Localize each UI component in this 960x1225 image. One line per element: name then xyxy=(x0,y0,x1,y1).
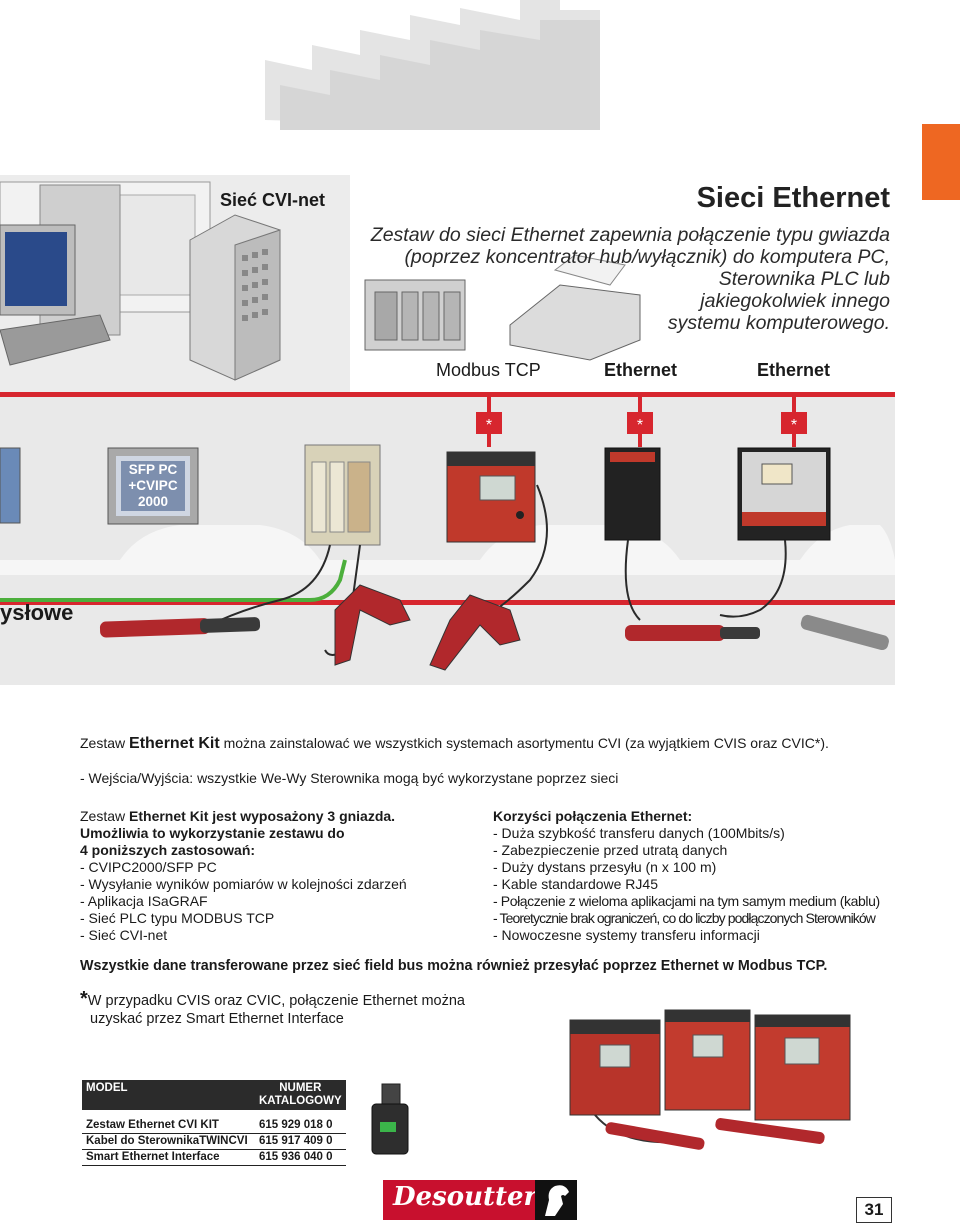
col-header-number: NUMER KATALOGOWY xyxy=(255,1080,346,1110)
row-model: Zestaw Ethernet CVI KIT xyxy=(82,1118,255,1134)
table-row: Zestaw Ethernet CVI KIT 615 929 018 0 xyxy=(82,1118,346,1134)
orange-page-tab xyxy=(922,124,960,200)
controller-cvi-rack xyxy=(304,444,381,546)
horse-logo-icon xyxy=(535,1180,577,1220)
intro-line-5: systemu komputerowego. xyxy=(667,312,890,334)
kit-item-2: - Wysyłanie wyników pomiarów w kolejnośc… xyxy=(80,876,407,892)
intro-line-3: Sterownika PLC lub xyxy=(718,268,890,290)
brand-logo-text: Desoutter xyxy=(393,1182,538,1212)
truncated-side-word: ysłowe xyxy=(0,600,74,625)
screen-line-2: +CVIPC xyxy=(128,478,178,493)
p1-prefix: Zestaw xyxy=(80,735,126,751)
kit-install-paragraph: Zestaw Ethernet Kit można zainstalować w… xyxy=(80,735,829,752)
sfp-pc-screen-text: SFP PC +CVIPC 2000 xyxy=(121,462,185,510)
ethernet-benefits-column: Korzyści połączenia Ethernet: - Duża szy… xyxy=(493,808,880,944)
printer-device xyxy=(509,254,641,361)
kit-item-4: - Sieć PLC typu MODBUS TCP xyxy=(80,910,275,926)
footnote: *W przypadku CVIS oraz CVIC, połączenie … xyxy=(80,988,465,1028)
intro-line-2: (poprzez koncentrator hub/wyłącznik) do … xyxy=(404,246,890,268)
plc-device xyxy=(364,279,466,351)
svg-text:*: * xyxy=(791,417,797,434)
cvi-net-title: Sieć CVI-net xyxy=(220,190,326,210)
kit-line1-prefix: Zestaw xyxy=(80,808,126,824)
controller-red-2 xyxy=(737,447,831,541)
network-illustration: * * * xyxy=(0,0,895,685)
benefit-item-7: - Nowoczesne systemy transferu informacj… xyxy=(493,927,760,943)
col-header-number-1: NUMER xyxy=(279,1082,322,1094)
screwdriver-tools xyxy=(99,584,889,671)
kit-line3: 4 poniższych zastosowań: xyxy=(80,842,256,858)
catalog-table: MODEL NUMER KATALOGOWY Zestaw Ethernet C… xyxy=(82,1080,346,1166)
benefits-title: Korzyści połączenia Ethernet: xyxy=(493,808,693,824)
table-row: Smart Ethernet Interface 615 936 040 0 xyxy=(82,1149,346,1166)
benefit-item-4: - Kable standardowe RJ45 xyxy=(493,876,658,892)
io-paragraph: - Wejścia/Wyjścia: wszystkie We-Wy Stero… xyxy=(80,770,619,786)
kit-line1-bold: Ethernet Kit jest wyposażony 3 gniazda. xyxy=(129,808,396,824)
row-number: 615 917 409 0 xyxy=(255,1133,346,1150)
benefit-item-3: - Duży dystans przesyłu (n x 100 m) xyxy=(493,859,717,875)
kit-features-column: Zestaw Ethernet Kit jest wyposażony 3 gn… xyxy=(80,808,407,944)
footnote-star: * xyxy=(80,988,88,1010)
benefit-item-1: - Duża szybkość transferu danych (100Mbi… xyxy=(493,825,785,841)
table-row: Kabel do SterownikaTWINCVI 615 917 409 0 xyxy=(82,1133,346,1150)
p1-bold: Ethernet Kit xyxy=(129,735,220,752)
row-model: Smart Ethernet Interface xyxy=(82,1149,255,1166)
smart-ethernet-interface-photo xyxy=(371,1083,409,1155)
footnote-line-1: W przypadku CVIS oraz CVIC, połączenie E… xyxy=(87,993,465,1009)
svg-text:*: * xyxy=(637,417,643,434)
kit-item-3: - Aplikacja ISaGRAF xyxy=(80,893,208,909)
fieldbus-note: Wszystkie dane transferowane przez sieć … xyxy=(80,958,828,974)
intro-line-4: jakiegokolwiek innego xyxy=(700,290,890,312)
pc-workstation xyxy=(0,181,211,366)
modbus-tcp-label: Modbus TCP xyxy=(436,360,541,380)
ethernet-label-1: Ethernet xyxy=(604,360,678,380)
kit-item-1: - CVIPC2000/SFP PC xyxy=(80,859,217,875)
row-model: Kabel do SterownikaTWINCVI xyxy=(82,1133,255,1150)
row-number: 615 929 018 0 xyxy=(255,1118,346,1134)
p1-rest: można zainstalować we wszystkich systema… xyxy=(223,735,829,751)
screen-line-3: 2000 xyxy=(137,494,169,509)
intro-line-1: Zestaw do sieci Ethernet zapewnia połącz… xyxy=(370,224,890,246)
controller-red-1 xyxy=(446,451,536,543)
col-header-model: MODEL xyxy=(82,1080,255,1110)
kit-line2: Umożliwia to wykorzystanie zestawu do xyxy=(80,825,345,841)
horse-head-icon xyxy=(545,1185,569,1216)
screen-line-1: SFP PC xyxy=(128,462,178,477)
green-network-line xyxy=(0,559,347,602)
row-number: 615 936 040 0 xyxy=(255,1149,346,1166)
benefit-item-6: - Teoretycznie brak ograniczeń, co do li… xyxy=(493,910,876,926)
benefit-item-5: - Połączenie z wieloma aplikacjami na ty… xyxy=(493,893,880,909)
page-number: 31 xyxy=(856,1197,892,1223)
page-title: Sieci Ethernet xyxy=(696,182,890,214)
ethernet-label-2: Ethernet xyxy=(757,360,831,380)
kit-item-5: - Sieć CVI-net xyxy=(80,927,168,943)
col-header-number-2: KATALOGOWY xyxy=(259,1095,342,1107)
sfp-pc-monitor xyxy=(0,447,199,525)
network-bus: * * * xyxy=(0,392,895,605)
server-tower xyxy=(189,214,281,381)
footnote-line-2: uzyskać przez Smart Ethernet Interface xyxy=(90,1011,344,1027)
intro-text: Zestaw do sieci Ethernet zapewnia połącz… xyxy=(330,224,890,334)
benefit-item-2: - Zabezpieczenie przed utratą danych xyxy=(493,842,728,858)
controller-black xyxy=(604,447,661,541)
controllers-photo xyxy=(569,1009,851,1150)
svg-text:*: * xyxy=(486,417,492,434)
